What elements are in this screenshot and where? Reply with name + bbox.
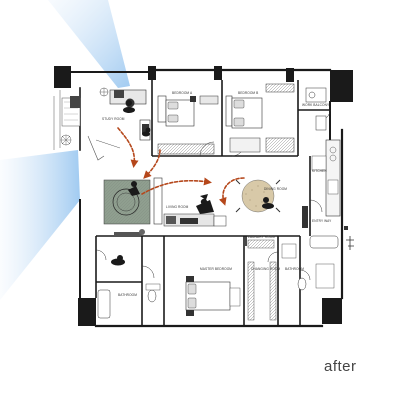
circulation-flow [117,127,245,206]
flow-arrow [141,177,212,195]
plant-icon [139,229,145,235]
room-label: ENTRY WAY [312,219,332,223]
coffee-table [112,188,140,216]
room-label: CHANGING ROOM [251,267,281,271]
bathroom-fixtures [97,235,339,319]
flow-arrow [143,149,161,179]
flow-arrow [218,177,245,206]
study-room-furniture [87,87,151,161]
room-labels: BEDROOM A BEDROOM B WORK BALCONY STUDY R… [102,91,332,297]
bedroom-b-furniture [225,83,295,153]
room-label: MASTER BEDROOM [200,267,232,271]
living-room-furniture [103,177,227,236]
master-bedroom-furniture [185,276,241,316]
flow-arrow [117,127,139,168]
room-label: KITCHEN [312,169,327,173]
room-label: LAUNDRY ROOM [248,235,275,239]
person-icon [123,100,135,113]
room-label: BEDROOM A [172,91,193,95]
structural-columns [54,66,353,326]
daylight-beams [0,0,130,300]
room-label: BATHROOM [118,293,137,297]
light-beam-left [0,150,80,300]
room-label: BEDROOM B [238,91,258,95]
person-icon [111,255,125,266]
bedroom-a-furniture [157,95,219,155]
changing-room-furniture [247,239,277,321]
room-label: WORK BALCONY [302,103,330,107]
balcony-left [53,90,81,150]
room-label: DINING ROOM [264,187,287,191]
person-icon [128,181,140,196]
exterior-walls [70,68,344,328]
kitchen-furniture [302,87,354,250]
caption-label: after [324,358,357,375]
people-figures [111,100,274,266]
room-label: STUDY ROOM [102,117,125,121]
room-label: LIVING ROOM [166,205,189,209]
person-icon [196,194,214,214]
interior-walls [95,80,330,326]
room-label: BATHROOM [285,267,304,271]
person-icon [142,127,151,137]
light-beam-top [48,0,130,88]
person-icon [262,197,274,209]
